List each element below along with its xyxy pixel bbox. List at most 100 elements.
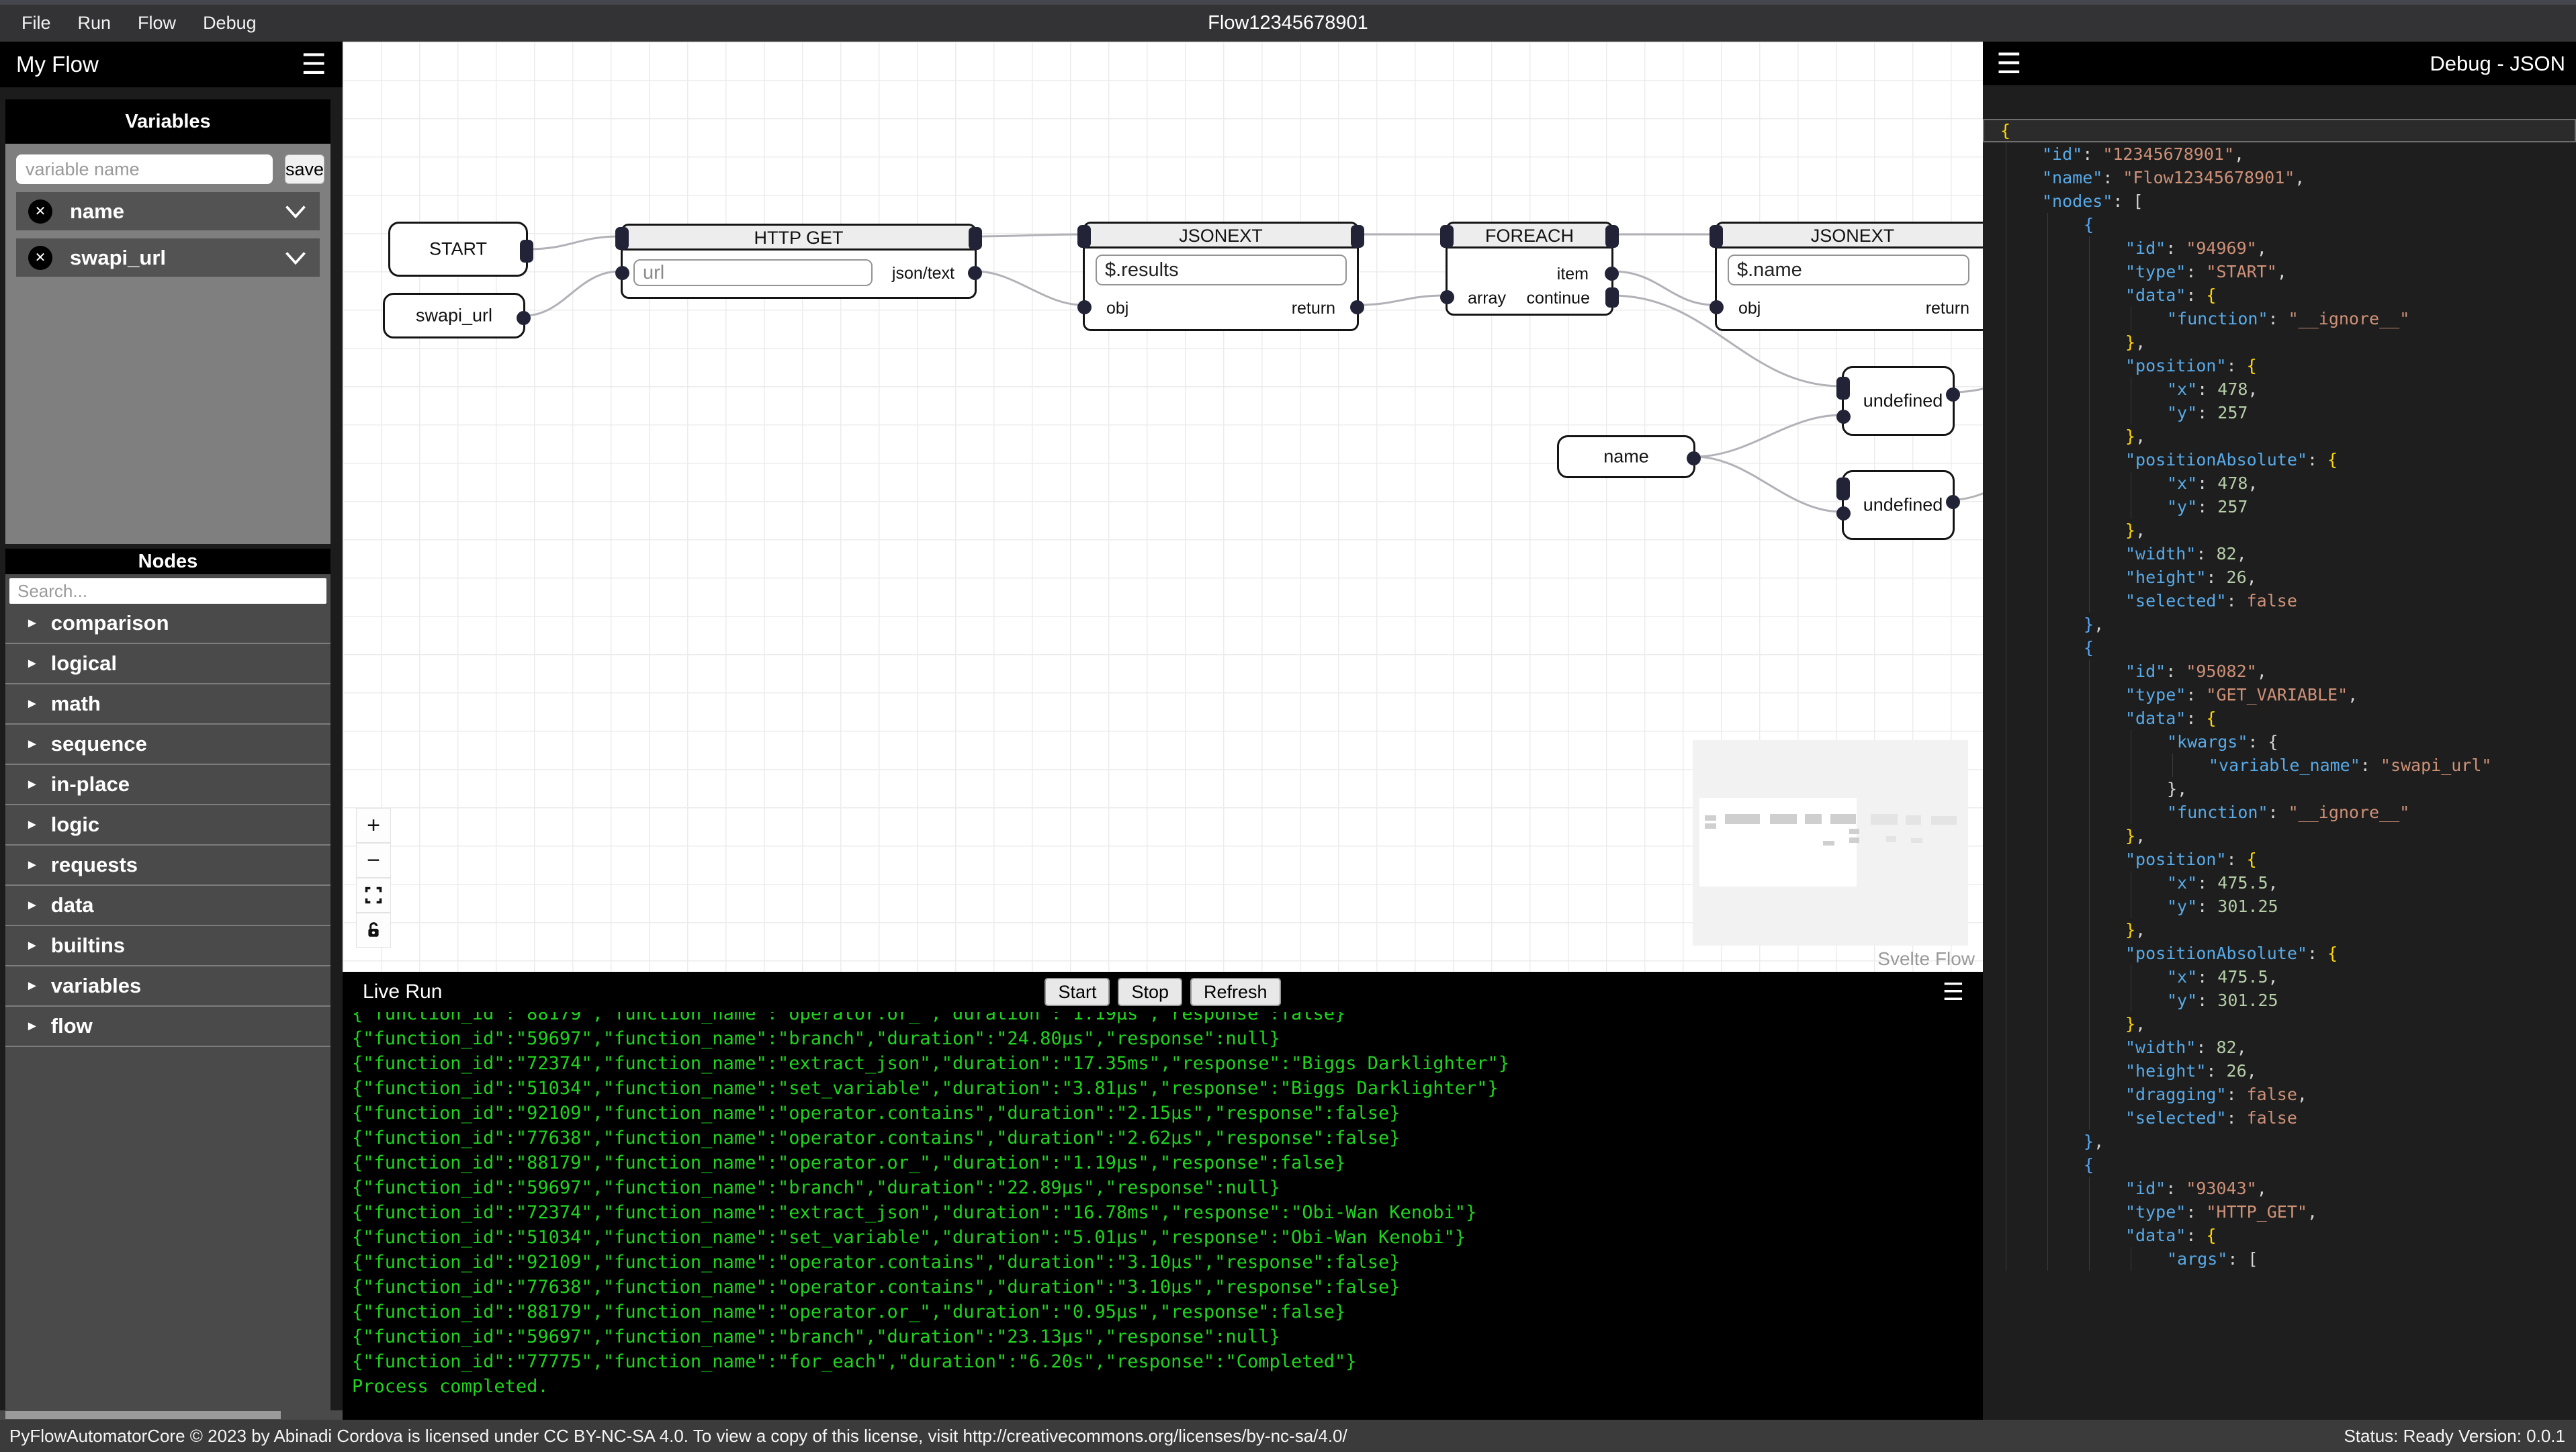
exec-in-port[interactable] — [1709, 225, 1723, 248]
chevron-down-icon[interactable] — [283, 203, 308, 220]
url-input[interactable] — [633, 259, 873, 286]
data-out-port[interactable] — [1946, 495, 1960, 509]
json-code[interactable]: {"id": "12345678901","name": "Flow123456… — [1983, 85, 2576, 1420]
sidebar-scrollbar[interactable] — [0, 1410, 343, 1420]
json-line: "x": 478, — [1983, 471, 2576, 495]
json-line: }, — [1983, 424, 2576, 448]
exec-in-port[interactable] — [1077, 225, 1091, 248]
data-out-port[interactable] — [1350, 300, 1364, 314]
fit-view-button[interactable] — [356, 878, 391, 913]
node-undefined-2[interactable]: undefined — [1836, 470, 1960, 540]
node-http-get[interactable]: HTTP GET json/text — [615, 224, 982, 299]
start-button[interactable]: Start — [1045, 978, 1110, 1006]
zoom-in-button[interactable]: + — [356, 808, 391, 843]
exec-out-port[interactable] — [520, 240, 533, 263]
item-out-port[interactable] — [1605, 267, 1619, 281]
continue-label: continue — [1526, 289, 1590, 308]
node-category-logical[interactable]: ►logical — [5, 644, 330, 684]
json-line: }, — [1983, 330, 2576, 354]
node-category-requests[interactable]: ►requests — [5, 846, 330, 886]
jsonpath-input[interactable] — [1096, 255, 1347, 285]
data-in-port[interactable] — [1077, 300, 1092, 314]
sidebar-menu-icon[interactable]: ☰ — [301, 48, 326, 80]
node-start[interactable]: START — [388, 222, 533, 277]
json-line: "height": 26, — [1983, 565, 2576, 589]
expand-arrow-icon: ► — [26, 1018, 39, 1034]
json-line: "positionAbsolute": { — [1983, 942, 2576, 965]
node-swapi-url[interactable]: swapi_url — [383, 293, 531, 338]
stop-button[interactable]: Stop — [1118, 978, 1183, 1006]
node-name[interactable]: name — [1557, 435, 1701, 478]
json-line: "selected": false — [1983, 589, 2576, 612]
node-category-flow[interactable]: ►flow — [5, 1007, 330, 1047]
node-search-input[interactable] — [9, 578, 326, 604]
exec-in-port[interactable] — [615, 227, 629, 250]
array-in-port[interactable] — [1440, 290, 1454, 304]
node-category-variables[interactable]: ►variables — [5, 966, 330, 1007]
edge — [1358, 294, 1446, 306]
log-lines[interactable]: {"function_id":"88179","function_name":"… — [343, 1012, 1983, 1420]
exec-in-port[interactable] — [1836, 377, 1850, 400]
flow-canvas[interactable]: START swapi_url HTTP GET json/text JSONE… — [343, 42, 1983, 972]
node-category-math[interactable]: ►math — [5, 684, 330, 725]
save-variable-button[interactable]: save — [285, 154, 325, 184]
zoom-out-button[interactable]: − — [356, 843, 391, 878]
menu-file[interactable]: File — [21, 13, 51, 33]
remove-variable-icon[interactable]: ✕ — [28, 245, 52, 270]
node-foreach[interactable]: FOREACH item array continue — [1440, 222, 1619, 316]
node-category-data[interactable]: ►data — [5, 886, 330, 926]
lock-button[interactable] — [356, 913, 391, 948]
data-out-port[interactable] — [1687, 451, 1701, 465]
node-header[interactable]: FOREACH — [1448, 224, 1611, 248]
node-header[interactable]: HTTP GET — [623, 226, 975, 251]
data-out-port[interactable] — [968, 266, 982, 280]
exec-in-port[interactable] — [1440, 225, 1454, 248]
svelte-flow-attribution[interactable]: Svelte Flow — [1877, 948, 1975, 969]
sidebar-scrollbar-thumb[interactable] — [5, 1411, 281, 1419]
menu-flow[interactable]: Flow — [138, 13, 177, 33]
debug-menu-icon[interactable]: ☰ — [1996, 47, 2022, 79]
data-in-port[interactable] — [1709, 300, 1724, 314]
node-category-in-place[interactable]: ►in-place — [5, 765, 330, 805]
minimap[interactable] — [1693, 740, 1968, 946]
menu-run[interactable]: Run — [77, 13, 112, 33]
log-line: {"function_id":"59697","function_name":"… — [352, 1177, 1280, 1198]
continue-out-port[interactable] — [1605, 287, 1619, 308]
node-header[interactable]: JSONEXT — [1085, 224, 1357, 248]
nodes-panel-title: Nodes — [5, 549, 330, 574]
node-category-label: math — [50, 692, 101, 715]
chevron-down-icon[interactable] — [283, 249, 308, 267]
node-jsonext-1[interactable]: JSONEXT obj return — [1077, 222, 1364, 331]
data-in-port[interactable] — [615, 266, 629, 280]
jsonpath-input[interactable] — [1728, 255, 1969, 285]
node-category-logic[interactable]: ►logic — [5, 805, 330, 846]
exec-out-port[interactable] — [1351, 225, 1364, 248]
node-category-comparison[interactable]: ►comparison — [5, 604, 330, 644]
data-out-port[interactable] — [517, 311, 531, 325]
node-jsonext-2[interactable]: JSONEXT obj return — [1709, 222, 1983, 331]
live-run-menu-icon[interactable]: ☰ — [1942, 978, 1964, 1005]
exec-out-port[interactable] — [969, 227, 982, 250]
menu-debug[interactable]: Debug — [203, 13, 257, 33]
node-category-builtins[interactable]: ►builtins — [5, 926, 330, 966]
refresh-button[interactable]: Refresh — [1190, 978, 1281, 1006]
canvas-controls: + − — [356, 808, 391, 948]
edge — [975, 233, 1083, 238]
status-bar: PyFlowAutomatorCore © 2023 by Abinadi Co… — [0, 1420, 2576, 1452]
variables-panel-title: Variables — [5, 99, 330, 144]
data-in-port[interactable] — [1836, 410, 1851, 424]
node-header[interactable]: JSONEXT — [1717, 224, 1983, 248]
node-category-label: logic — [50, 813, 100, 836]
data-in-port[interactable] — [1836, 506, 1851, 520]
node-category-sequence[interactable]: ►sequence — [5, 725, 330, 765]
node-undefined-1[interactable]: undefined — [1836, 366, 1960, 436]
variable-chip-swapi-url[interactable]: ✕ swapi_url — [16, 238, 320, 277]
data-out-port[interactable] — [1946, 388, 1960, 402]
exec-in-port[interactable] — [1836, 478, 1850, 500]
json-line: { — [1983, 1153, 2576, 1177]
variable-name-input[interactable] — [16, 154, 273, 184]
exec-out-port[interactable] — [1605, 225, 1619, 248]
node-category-label: sequence — [50, 732, 147, 756]
remove-variable-icon[interactable]: ✕ — [28, 199, 52, 224]
variable-chip-name[interactable]: ✕ name — [16, 192, 320, 230]
